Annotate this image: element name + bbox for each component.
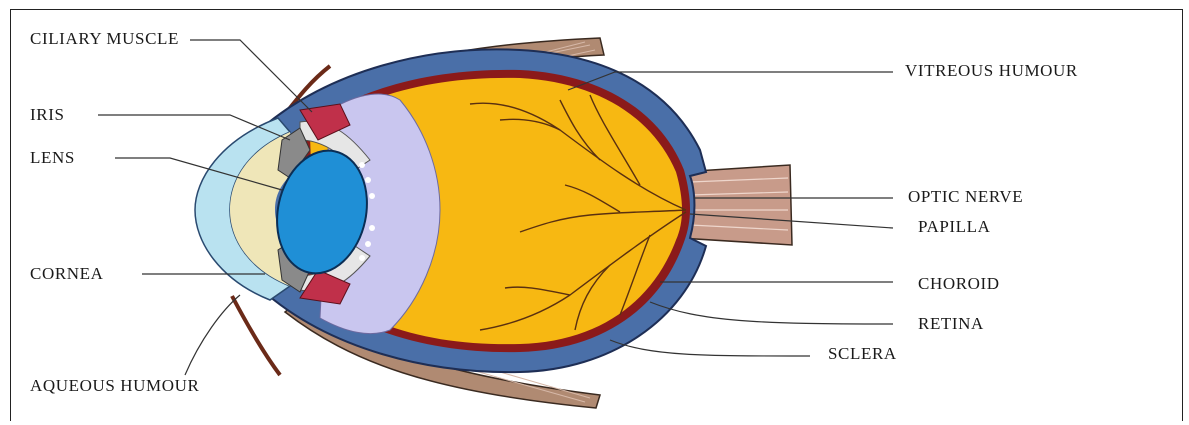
label-sclera: SCLERA: [828, 344, 897, 364]
label-vitreous-humour: VITREOUS HUMOUR: [905, 61, 1078, 81]
label-choroid: CHOROID: [918, 274, 1000, 294]
label-papilla: PAPILLA: [918, 217, 991, 237]
label-lens: LENS: [30, 148, 75, 168]
eyelid-bottom: [232, 296, 280, 375]
optic-nerve-shape: [680, 165, 792, 245]
label-aqueous-humour: AQUEOUS HUMOUR: [30, 376, 199, 396]
label-retina: RETINA: [918, 314, 984, 334]
label-cornea: CORNEA: [30, 264, 104, 284]
label-ciliary-muscle: CILIARY MUSCLE: [30, 29, 179, 49]
label-iris: IRIS: [30, 105, 65, 125]
label-optic-nerve: OPTIC NERVE: [908, 187, 1023, 207]
